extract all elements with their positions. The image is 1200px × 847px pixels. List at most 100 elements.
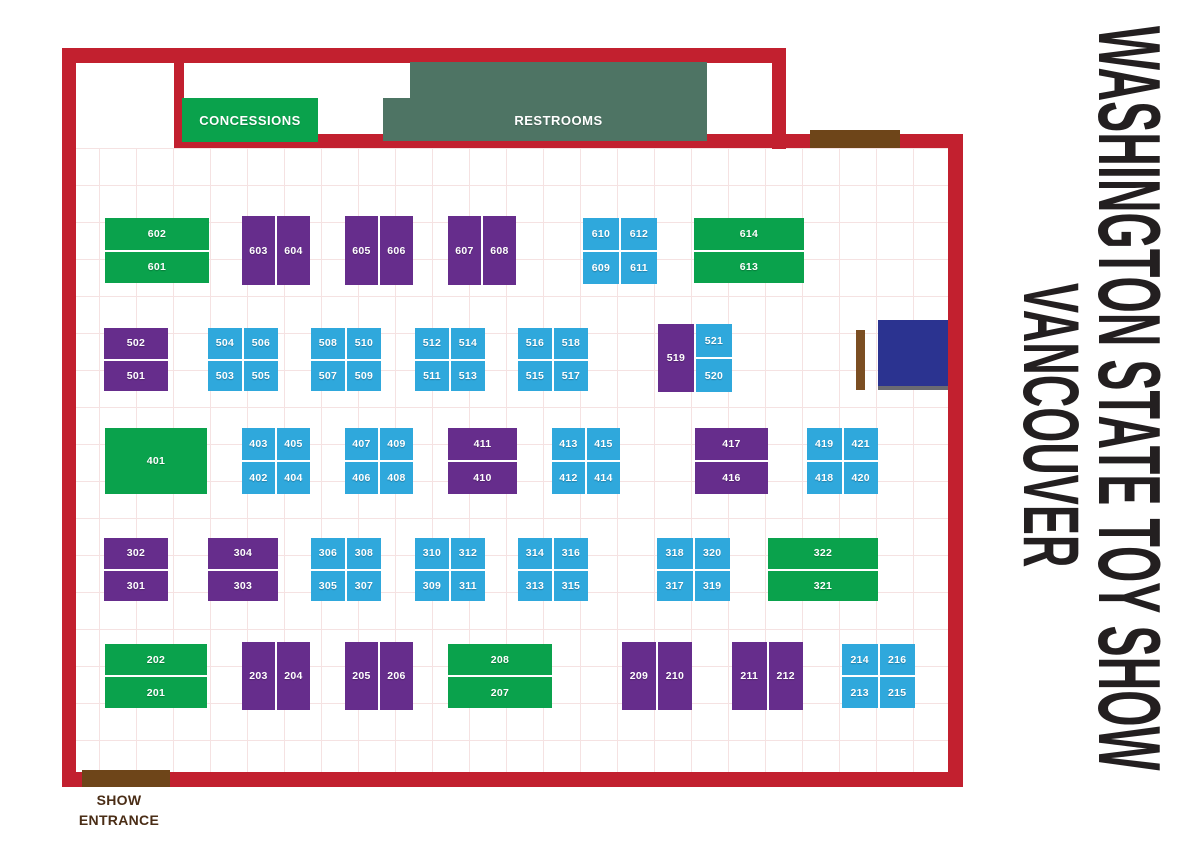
booth-316: 316 (554, 538, 588, 569)
booth-number: 516 (525, 337, 545, 350)
booth-number: 505 (251, 369, 271, 382)
booth-number: 415 (594, 438, 613, 450)
booth-413: 413 (552, 428, 585, 460)
booth-514: 514 (451, 328, 485, 359)
booth-515: 515 (518, 360, 552, 391)
booth-number: 411 (473, 438, 492, 450)
booth-310: 310 (415, 538, 449, 569)
booth-number: 420 (851, 472, 870, 484)
booth-number: 316 (561, 547, 581, 560)
booth-number: 509 (354, 369, 374, 382)
booth-number: 303 (233, 579, 253, 592)
booth-406: 406 (345, 462, 378, 494)
booth-number: 513 (458, 369, 478, 382)
booth-322: 322 (768, 538, 878, 569)
booth-211: 211 (732, 642, 767, 710)
booth-number: 602 (147, 227, 167, 240)
booth-number: 606 (387, 244, 406, 257)
booth-number: 518 (561, 337, 581, 350)
booth-409: 409 (380, 428, 413, 460)
booth-number: 306 (318, 547, 338, 560)
booth-205: 205 (345, 642, 378, 710)
wall-step-vertical (772, 48, 786, 149)
booth-number: 412 (559, 472, 578, 484)
booth-407: 407 (345, 428, 378, 460)
booth-315: 315 (554, 570, 588, 601)
booth-606: 606 (380, 216, 413, 285)
booth-group-401: 401 (105, 428, 207, 494)
booth-305: 305 (311, 570, 345, 601)
booth-number: 512 (422, 337, 442, 350)
wall-alcove-bottom (174, 134, 963, 148)
restrooms-label-box: RESTROOMS (410, 108, 707, 132)
booth-612: 612 (621, 218, 657, 250)
booth-number: 312 (458, 547, 478, 560)
booth-number: 320 (703, 547, 722, 560)
booth-508: 508 (311, 328, 345, 359)
booth-203: 203 (242, 642, 275, 710)
booth-308: 308 (347, 538, 381, 569)
booth-415: 415 (587, 428, 620, 460)
booth-number: 414 (594, 472, 613, 484)
booth-number: 214 (850, 653, 869, 666)
booth-312: 312 (451, 538, 485, 569)
booth-number: 407 (352, 438, 371, 450)
booth-214: 214 (842, 644, 878, 675)
booth-number: 519 (666, 352, 686, 364)
booth-number: 318 (665, 547, 684, 560)
booth-number: 514 (458, 337, 478, 350)
booth-number: 403 (249, 438, 268, 450)
booth-number: 212 (776, 670, 795, 682)
booth-208: 208 (448, 644, 552, 675)
booth-number: 604 (284, 244, 303, 257)
booth-number: 408 (387, 472, 406, 484)
booth-number: 215 (888, 686, 907, 699)
booth-number: 311 (459, 579, 477, 592)
booth-513: 513 (451, 360, 485, 391)
booth-number: 315 (561, 579, 581, 592)
booth-number: 611 (630, 262, 648, 274)
event-city-title: VANCOUVER (1007, 283, 1096, 568)
booth-number: 211 (740, 670, 759, 682)
wall-right (948, 135, 963, 787)
booth-504: 504 (208, 328, 242, 359)
booth-603: 603 (242, 216, 275, 285)
booth-512: 512 (415, 328, 449, 359)
booth-number: 610 (591, 228, 611, 240)
booth-number: 202 (146, 653, 166, 666)
booth-202: 202 (105, 644, 207, 675)
booth-209: 209 (622, 642, 656, 710)
booth-number: 607 (455, 244, 474, 257)
booth-414: 414 (587, 462, 620, 494)
booth-611: 611 (621, 252, 657, 284)
wall-left (62, 48, 76, 787)
booth-201: 201 (105, 677, 207, 708)
booth-318: 318 (657, 538, 693, 569)
booth-212: 212 (768, 642, 803, 710)
booth-506: 506 (244, 328, 278, 359)
booth-number: 605 (352, 244, 371, 257)
booth-421: 421 (843, 428, 878, 460)
concessions-label: CONCESSIONS (199, 112, 301, 128)
show-entrance-line2: ENTRANCE (78, 812, 160, 829)
booth-number: 603 (249, 244, 268, 257)
booth-210: 210 (658, 642, 692, 710)
booth-number: 208 (490, 653, 510, 666)
booth-number: 301 (126, 579, 146, 592)
booth-number: 502 (126, 337, 146, 350)
booth-307: 307 (347, 570, 381, 601)
show-entrance-line1: SHOW (96, 792, 142, 808)
wall-alcove-divider (174, 60, 184, 136)
booth-519: 519 (658, 324, 694, 392)
booth-402: 402 (242, 462, 275, 494)
booth-419: 419 (807, 428, 842, 460)
booth-number: 310 (422, 547, 442, 560)
